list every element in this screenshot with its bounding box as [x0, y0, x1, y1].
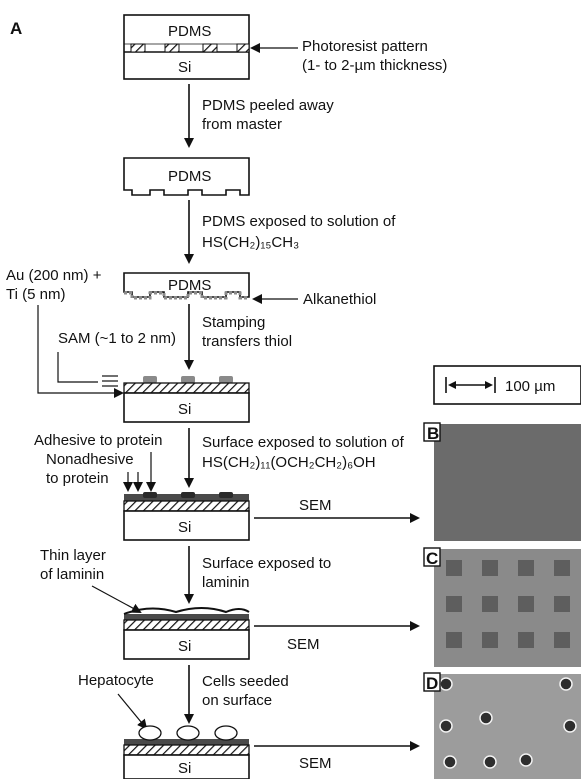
step-master: PDMS Si Photoresist pattern (1- to 2-µm …	[123, 14, 447, 80]
si-label-4: Si	[178, 638, 191, 655]
sem-label-b: SEM	[299, 497, 332, 514]
scale-bar-label: 100 µm	[505, 378, 555, 395]
cells-label: Cells seeded	[202, 673, 289, 690]
step-laminin: Si	[123, 607, 250, 660]
patterned-square	[554, 560, 570, 576]
si-label-5: Si	[178, 760, 191, 777]
photoresist-label: Photoresist pattern	[302, 38, 428, 55]
patterned-square	[554, 632, 570, 648]
thin-layer-leader	[91, 585, 142, 613]
sam-leader	[57, 352, 98, 383]
hepatocyte-cell	[483, 755, 497, 769]
hepatocyte-leader	[117, 693, 148, 730]
sem-label-c: SEM	[287, 636, 320, 653]
panel-letter-c: C	[426, 549, 438, 568]
au-label: Au (200 nm) +	[6, 267, 102, 284]
patterned-square	[482, 560, 498, 576]
pdms-label-3: PDMS	[168, 277, 211, 294]
peeled-label: PDMS peeled away	[202, 97, 334, 114]
step-full-sam: Si	[123, 492, 250, 541]
hepatocyte-cell	[563, 719, 577, 733]
patterned-square	[446, 560, 462, 576]
patterned-square	[554, 596, 570, 612]
laminin-label-2: laminin	[202, 574, 250, 591]
sam-label: SAM (~1 to 2 nm)	[58, 330, 176, 347]
step-inked-stamp: PDMS Alkanethiol	[123, 272, 376, 308]
hepatocyte-cell	[559, 677, 573, 691]
panel-letter-d: D	[426, 674, 438, 693]
hepatocyte-cell	[443, 755, 457, 769]
alkanethiol-label: Alkanethiol	[303, 291, 376, 308]
panel-letter-a: A	[10, 19, 22, 38]
hepatocyte-cell	[439, 719, 453, 733]
si-label-2: Si	[178, 401, 191, 418]
step-cells: Si	[123, 725, 250, 779]
hepatocyte-cell	[439, 677, 453, 691]
si-label-3: Si	[178, 519, 191, 536]
panel-letter-b: B	[427, 424, 439, 443]
nonadhesive-label: Nonadhesive	[46, 451, 134, 468]
exposed-label: PDMS exposed to solution of	[202, 213, 396, 230]
hepatocyte-cell	[519, 753, 533, 767]
step-stamp: PDMS	[123, 157, 250, 196]
patterned-square	[482, 632, 498, 648]
stamping-label-2: transfers thiol	[202, 333, 292, 350]
patterned-square	[482, 596, 498, 612]
patterned-square	[518, 596, 534, 612]
panel-c: C	[423, 547, 581, 667]
exposed-formula: HS(CH₂)₁₅CH₃	[202, 234, 299, 251]
laminin-label: Surface exposed to	[202, 555, 331, 572]
pdms-label-1: PDMS	[168, 23, 211, 40]
surface-exposed-formula: HS(CH₂)₁₁(OCH₂CH₂)₆OH	[202, 454, 376, 471]
stamping-label: Stamping	[202, 314, 265, 331]
thin-layer-label-2: of laminin	[40, 566, 104, 583]
nonadhesive-label-2: to protein	[46, 470, 109, 487]
scale-bar: 100 µm	[433, 365, 581, 405]
pdms-label-2: PDMS	[168, 168, 211, 185]
sem-label-d: SEM	[299, 755, 332, 772]
si-label-1: Si	[178, 59, 191, 76]
patterned-square	[518, 632, 534, 648]
patterned-square	[518, 560, 534, 576]
panel-d: D	[423, 672, 581, 779]
panel-b: B	[423, 422, 581, 541]
photoresist-thickness-label: (1- to 2-µm thickness)	[302, 57, 447, 74]
hepatocyte-cell	[479, 711, 493, 725]
thin-layer-label: Thin layer	[40, 547, 106, 564]
patterned-square	[446, 596, 462, 612]
peeled-label-2: from master	[202, 116, 282, 133]
adhesive-label: Adhesive to protein	[34, 432, 162, 449]
surface-exposed-label: Surface exposed to solution of	[202, 434, 405, 451]
cells-label-2: on surface	[202, 692, 272, 709]
step-sam-substrate: Si	[123, 376, 250, 423]
au-leader	[37, 305, 124, 398]
hepatocyte-label: Hepatocyte	[78, 672, 154, 689]
patterned-square	[446, 632, 462, 648]
ti-label: Ti (5 nm)	[6, 286, 65, 303]
